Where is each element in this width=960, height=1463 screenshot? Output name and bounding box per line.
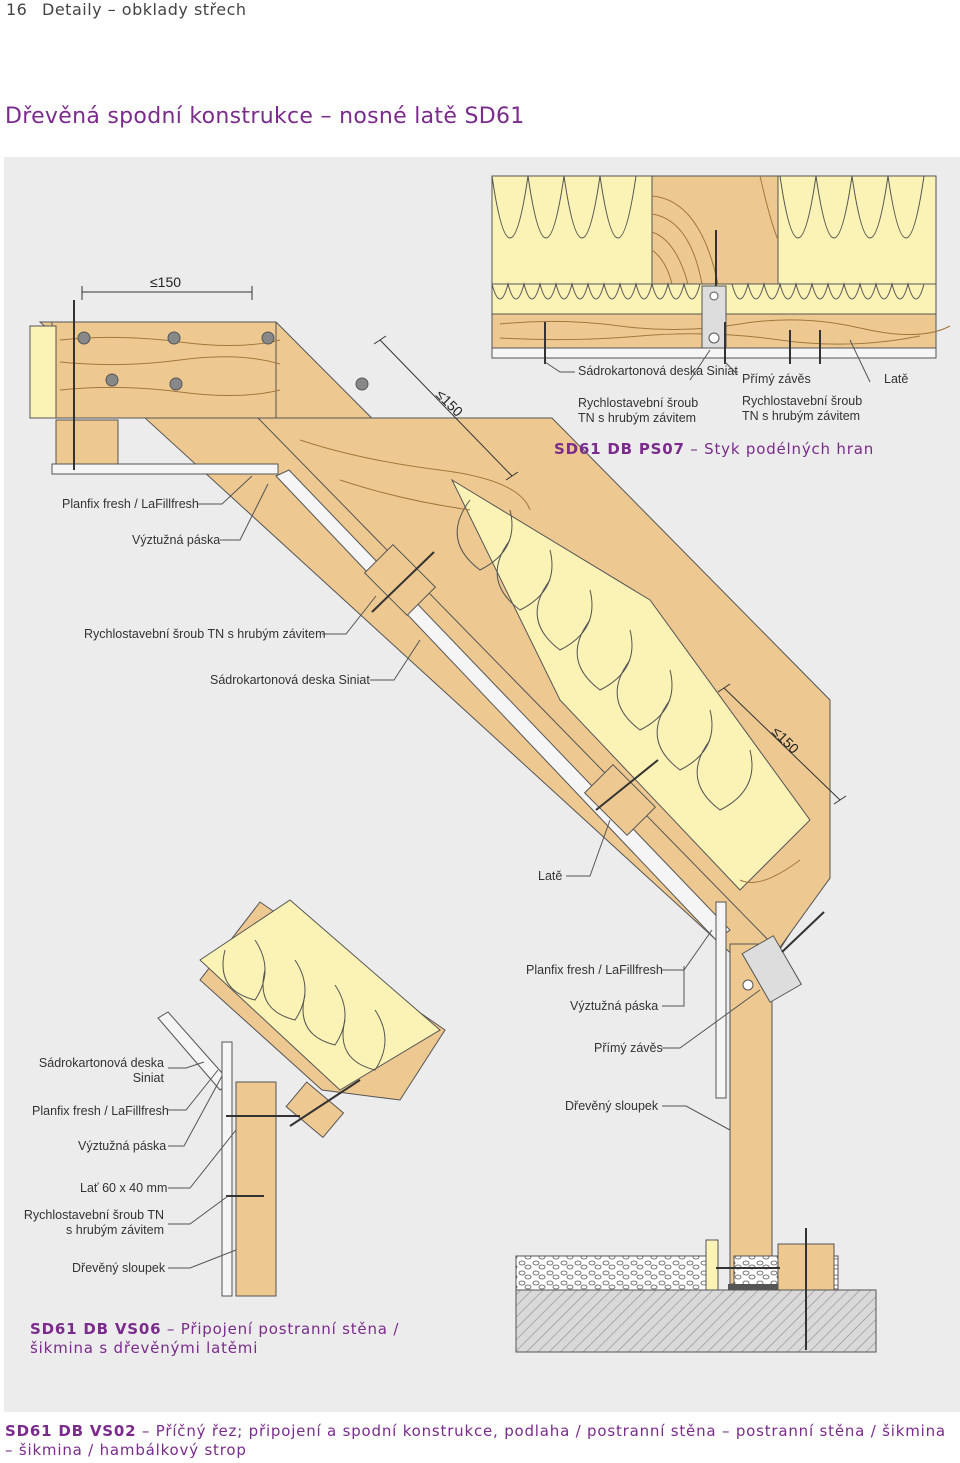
vs06-planfix-label: Planfix fresh / LaFillfresh xyxy=(32,1104,169,1118)
page-title: Dřevěná spodní konstrukce – nosné latě S… xyxy=(5,104,525,129)
vs02-caption-text: Příčný řez; připojení a spodní konstrukc… xyxy=(5,1422,946,1459)
vs02-battens-label: Latě xyxy=(538,869,563,883)
vs02-post-label: Dřevěný sloupek xyxy=(565,1099,659,1113)
vs06-board-label: Sádrokartonová deska Siniat xyxy=(38,1056,164,1085)
ps07-caption: SD61 DB PS07 – Styk podélných hran xyxy=(554,440,875,458)
ps07-board-label: Sádrokartonová deska Siniat xyxy=(578,364,738,378)
vs02-tape2-label: Výztužná páska xyxy=(570,999,659,1013)
section-title: Detaily – obklady střech xyxy=(42,0,247,19)
vs06-screw-label: Rychlostavební šroub TN s hrubým závitem xyxy=(23,1208,164,1237)
vs02-screw-label: Rychlostavební šroub TN s hrubým závitem xyxy=(84,627,326,641)
vs02-board-label: Sádrokartonová deska Siniat xyxy=(210,673,370,687)
vs02-planfix2-label: Planfix fresh / LaFillfresh xyxy=(526,963,663,977)
vs06-batten-label: Lať 60 x 40 mm xyxy=(80,1181,168,1195)
ps07-screw2-label: Rychlostavební šroub TN s hrubým závitem xyxy=(742,394,863,423)
vs02-hanger-label: Přímý závěs xyxy=(594,1041,663,1055)
vs06-caption-text: Připojení postranní stěna / šikmina s dř… xyxy=(30,1320,400,1357)
ps07-caption-code: SD61 DB PS07 xyxy=(554,440,685,458)
vs06-caption: SD61 DB VS06 – Připojení postranní stěna… xyxy=(30,1320,400,1357)
detail-ps07-drawing xyxy=(491,175,951,383)
ps07-caption-text: Styk podélných hran xyxy=(704,440,875,458)
detail-vs02-drawing xyxy=(29,300,831,1285)
vs02-tape-label: Výztužná páska xyxy=(132,533,221,547)
vs02-caption: SD61 DB VS02 – Příčný řez; připojení a s… xyxy=(5,1422,946,1459)
vs06-tape-label: Výztužná páska xyxy=(78,1139,167,1153)
page-title-code: SD61 xyxy=(464,104,525,129)
page-header: 16 Detaily – obklady střech xyxy=(6,0,247,22)
vs06-caption-code: SD61 DB VS06 xyxy=(30,1320,162,1338)
ps07-hanger-label: Přímý závěs xyxy=(742,372,811,386)
detail-vs06-drawing xyxy=(157,899,446,1297)
dimension-1: ≤150 xyxy=(150,274,182,290)
dimension-lines xyxy=(81,286,847,805)
leader-lines xyxy=(168,475,761,1269)
ps07-battens-label: Latě xyxy=(884,372,909,386)
ps07-screw1-label: Rychlostavební šroub TN s hrubým závitem xyxy=(578,396,699,425)
page-number: 16 xyxy=(6,0,28,19)
vs06-post-label: Dřevěný sloupek xyxy=(72,1261,166,1275)
page-title-text: Dřevěná spodní konstrukce – nosné latě xyxy=(5,104,458,129)
floor-drawing xyxy=(515,1228,877,1353)
vs02-caption-code: SD61 DB VS02 xyxy=(5,1422,137,1440)
vs02-planfix-label: Planfix fresh / LaFillfresh xyxy=(62,497,199,511)
